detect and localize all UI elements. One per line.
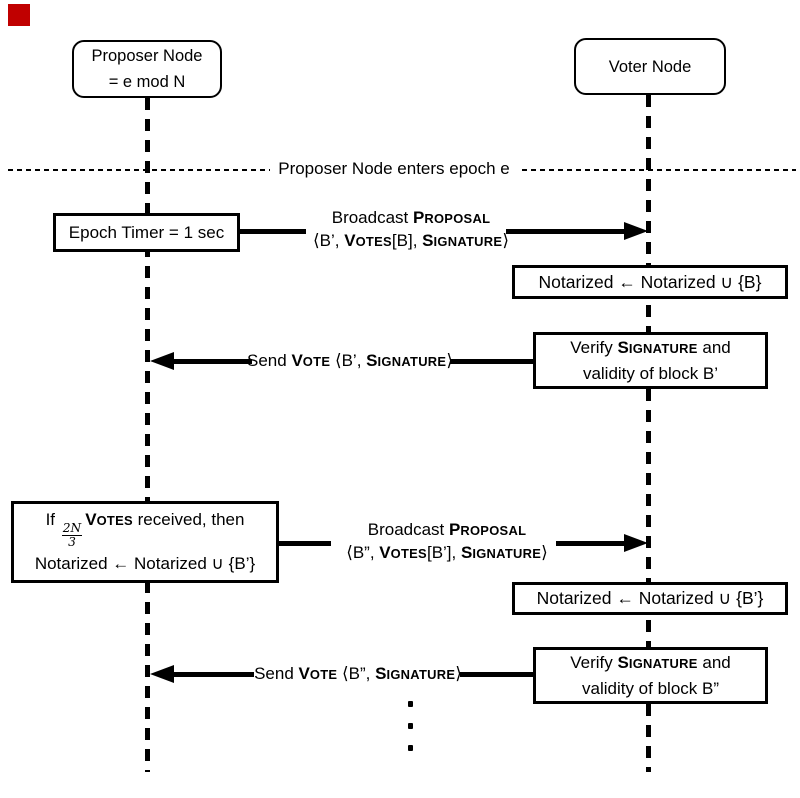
epoch-timer-box: Epoch Timer = 1 sec — [53, 213, 240, 252]
broadcast2-label-line2: ⟨B”, VOTES[B’], SIGNATURE⟩ — [346, 543, 548, 562]
epoch-divider-line-right — [522, 169, 796, 171]
vote1-line-right — [450, 359, 533, 364]
vote2-label: Send VOTE ⟨B”, SIGNATURE⟩ — [254, 664, 462, 683]
notarize-b1-box: Notarized ← Notarized ∪ {B’} — [512, 582, 788, 615]
epoch-timer-label: Epoch Timer = 1 sec — [68, 222, 225, 242]
voter-actor-box: Voter Node — [574, 38, 726, 95]
voter-actor-label: Voter Node — [608, 57, 692, 76]
broadcast1-label: Broadcast PROPOSAL ⟨B’, VOTES[B], SIGNAT… — [313, 207, 509, 253]
red-square-marker — [8, 4, 30, 26]
if-votes-line2: Notarized ← Notarized ∪ {B’} — [34, 553, 256, 573]
proposer-actor-line2: = e mod N — [108, 73, 186, 91]
vote1-arrowhead-icon — [150, 352, 174, 370]
vote2-line-left — [172, 672, 254, 677]
verify-b2-line1: Verify SIGNATURE and — [570, 653, 731, 672]
continuation-dot-1 — [408, 701, 413, 707]
broadcast2-label: Broadcast PROPOSAL ⟨B”, VOTES[B’], SIGNA… — [346, 519, 548, 565]
broadcast1-arrowhead-icon — [624, 222, 648, 240]
broadcast2-line — [556, 541, 626, 546]
broadcast1-line-stub — [240, 229, 306, 234]
verify-b1-line1: Verify SIGNATURE and — [570, 338, 731, 357]
vote1-line-left — [172, 359, 252, 364]
broadcast1-label-line2: ⟨B’, VOTES[B], SIGNATURE⟩ — [313, 231, 509, 250]
broadcast2-label-line1: Broadcast PROPOSAL — [367, 520, 527, 539]
verify-b1-line2: validity of block B’ — [582, 364, 719, 383]
epoch-divider-line-left — [8, 169, 270, 171]
notarize-b-box: Notarized ← Notarized ∪ {B} — [512, 265, 788, 299]
proposer-actor-box: Proposer Node = e mod N — [72, 40, 222, 98]
broadcast1-label-line1: Broadcast PROPOSAL — [331, 208, 491, 227]
verify-b2-box: Verify SIGNATURE and validity of block B… — [533, 647, 768, 704]
vote1-label: Send VOTE ⟨B’, SIGNATURE⟩ — [247, 351, 453, 370]
notarize-b-label: Notarized ← Notarized ∪ {B} — [538, 271, 762, 292]
broadcast2-arrowhead-icon — [624, 534, 648, 552]
verify-b1-box: Verify SIGNATURE and validity of block B… — [533, 332, 768, 389]
notarize-b1-label: Notarized ← Notarized ∪ {B’} — [536, 588, 764, 608]
voter-lifeline — [646, 95, 651, 772]
vote2-arrowhead-icon — [150, 665, 174, 683]
proposer-actor-line1: Proposer Node — [91, 47, 203, 65]
proposer-lifeline — [145, 98, 150, 772]
epoch-divider-label: Proposer Node enters epoch e — [278, 159, 510, 178]
broadcast1-line — [506, 229, 626, 234]
continuation-dot-2 — [408, 723, 413, 729]
broadcast2-line-stub — [279, 541, 331, 546]
continuation-dot-3 — [408, 745, 413, 751]
verify-b2-line2: validity of block B” — [582, 679, 719, 698]
vote2-line-right — [460, 672, 533, 677]
